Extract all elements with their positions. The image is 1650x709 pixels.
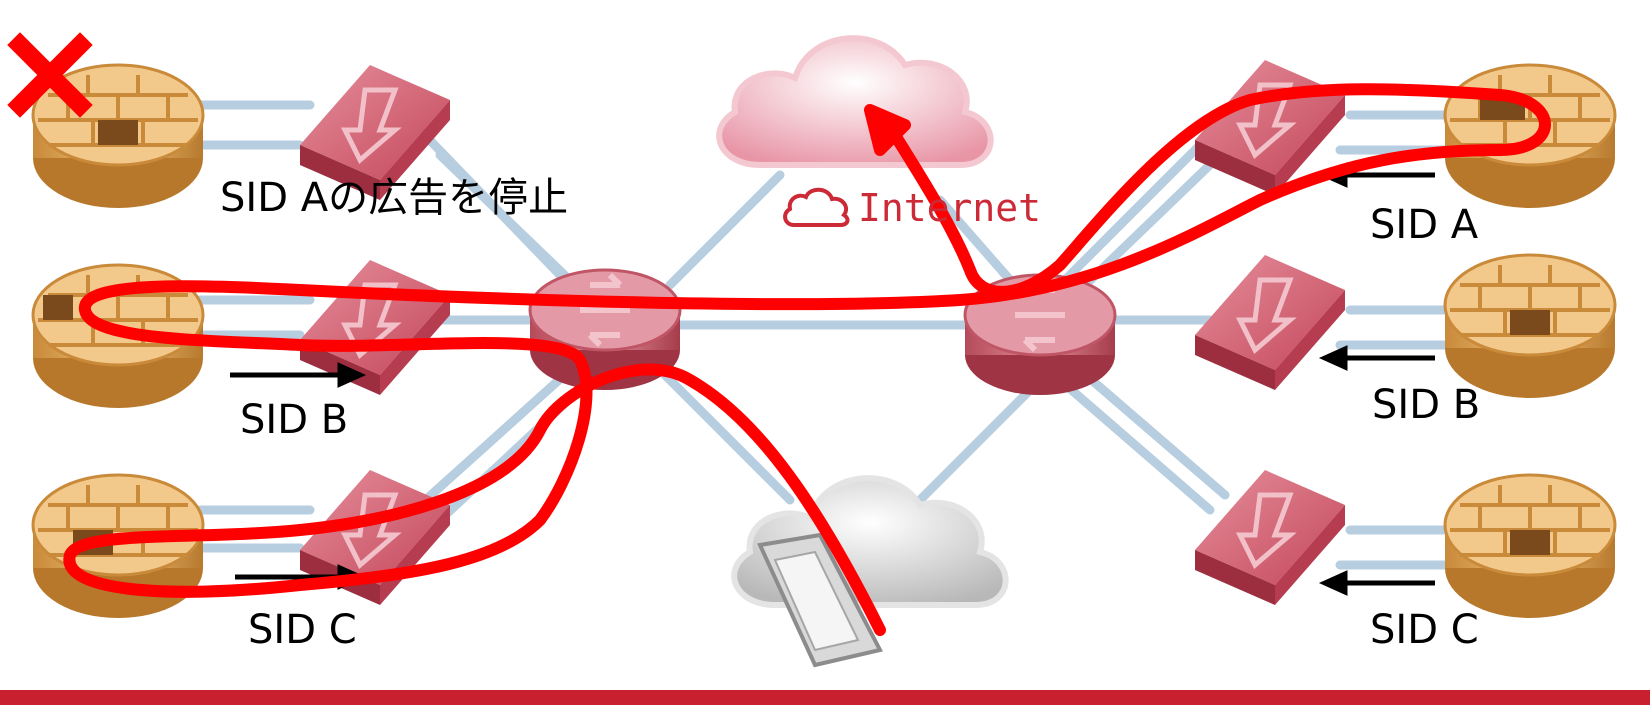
router-right — [963, 273, 1117, 395]
stop-advertising-note: SID Aの広告を停止 — [220, 175, 569, 221]
switch-right-c — [1195, 470, 1345, 605]
internet-arrowhead — [864, 104, 911, 156]
firewall-right-a — [1443, 63, 1617, 208]
internet-cloud — [716, 35, 994, 168]
label-right-sid-b: SID B — [1372, 382, 1481, 428]
internet-text: Internet — [858, 186, 1042, 230]
internet-label: Internet — [780, 185, 1041, 231]
traffic-path-main — [63, 83, 1551, 636]
label-right-sid-a: SID A — [1370, 202, 1479, 248]
firewall-right-c — [1443, 473, 1617, 618]
label-left-sid-b: SID B — [240, 397, 349, 443]
switch-left-a — [300, 65, 450, 200]
client-device — [757, 532, 883, 668]
footer-bar — [0, 690, 1650, 705]
cross-icon — [7, 32, 93, 118]
traffic-paths — [63, 83, 1551, 636]
cloud-icon — [783, 187, 850, 227]
label-right-sid-c: SID C — [1370, 607, 1479, 653]
label-left-sid-c: SID C — [248, 607, 357, 653]
switch-right-b — [1195, 255, 1345, 390]
firewall-right-b — [1443, 253, 1617, 398]
